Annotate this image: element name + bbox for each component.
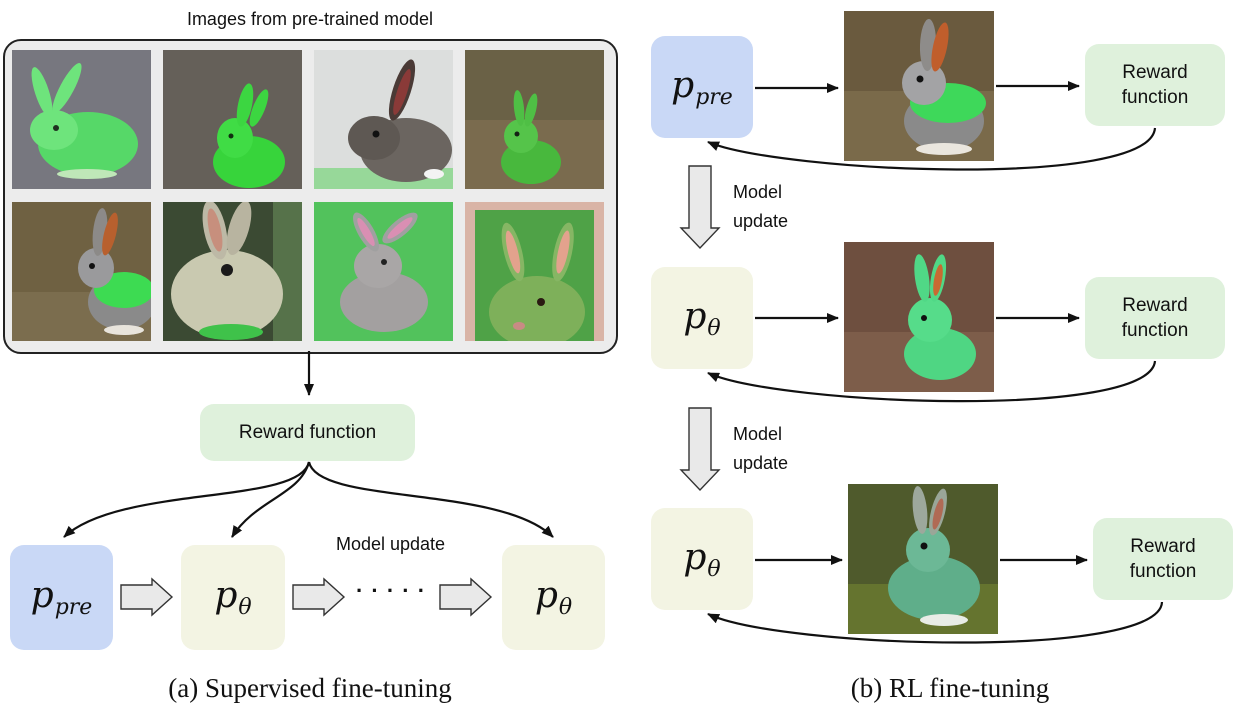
arrow-reward-to-p-pre <box>63 461 311 538</box>
reward-function-label: Reward function <box>238 422 377 443</box>
p-theta-box: pθ <box>651 267 753 369</box>
p-pre-box: ppre <box>10 545 113 650</box>
feedback-arrow <box>707 127 1157 171</box>
p-theta-symbol: pθ <box>683 295 721 341</box>
p-theta-box: pθ <box>651 508 753 610</box>
p-theta-symbol: pθ <box>534 575 573 620</box>
update-arrow <box>679 165 721 250</box>
rabbit-image <box>844 242 994 392</box>
caption-a: (a) Supervised fine-tuning <box>168 673 452 703</box>
ellipsis-dots: · · · · · <box>355 578 427 603</box>
p-theta-symbol: pθ <box>214 575 252 620</box>
rabbit-image <box>314 50 453 189</box>
grid-title: Images from pre-trained model <box>186 9 434 29</box>
rabbit-image <box>12 50 151 189</box>
p-theta-box: pθ <box>181 545 285 650</box>
rabbit-image <box>465 202 604 341</box>
p-theta-symbol: pθ <box>683 536 721 582</box>
caption-b: (b) RL fine-tuning <box>850 673 1050 703</box>
rabbit-image <box>314 202 453 341</box>
p-pre-symbol: ppre <box>30 575 93 620</box>
arrow-reward-to-p-theta <box>307 461 554 538</box>
rabbit-image <box>844 11 994 161</box>
model-update-label: Model update <box>335 534 446 554</box>
p-pre-box: ppre <box>651 36 753 138</box>
feedback-arrow <box>707 601 1164 644</box>
rabbit-image <box>163 50 302 189</box>
rabbit-image <box>12 202 151 341</box>
p-pre-symbol: ppre <box>671 64 733 110</box>
block-arrow <box>439 577 493 617</box>
p-theta-box: pθ <box>502 545 605 650</box>
update-arrow <box>679 407 721 492</box>
rabbit-image <box>163 202 302 341</box>
block-arrow <box>292 577 346 617</box>
rabbit-image <box>465 50 604 189</box>
rabbit-image <box>848 484 998 634</box>
reward-function-box: Reward function <box>200 404 415 461</box>
block-arrow <box>120 577 174 617</box>
feedback-arrow <box>707 360 1157 403</box>
arrow-reward-to-p-theta <box>231 461 311 538</box>
